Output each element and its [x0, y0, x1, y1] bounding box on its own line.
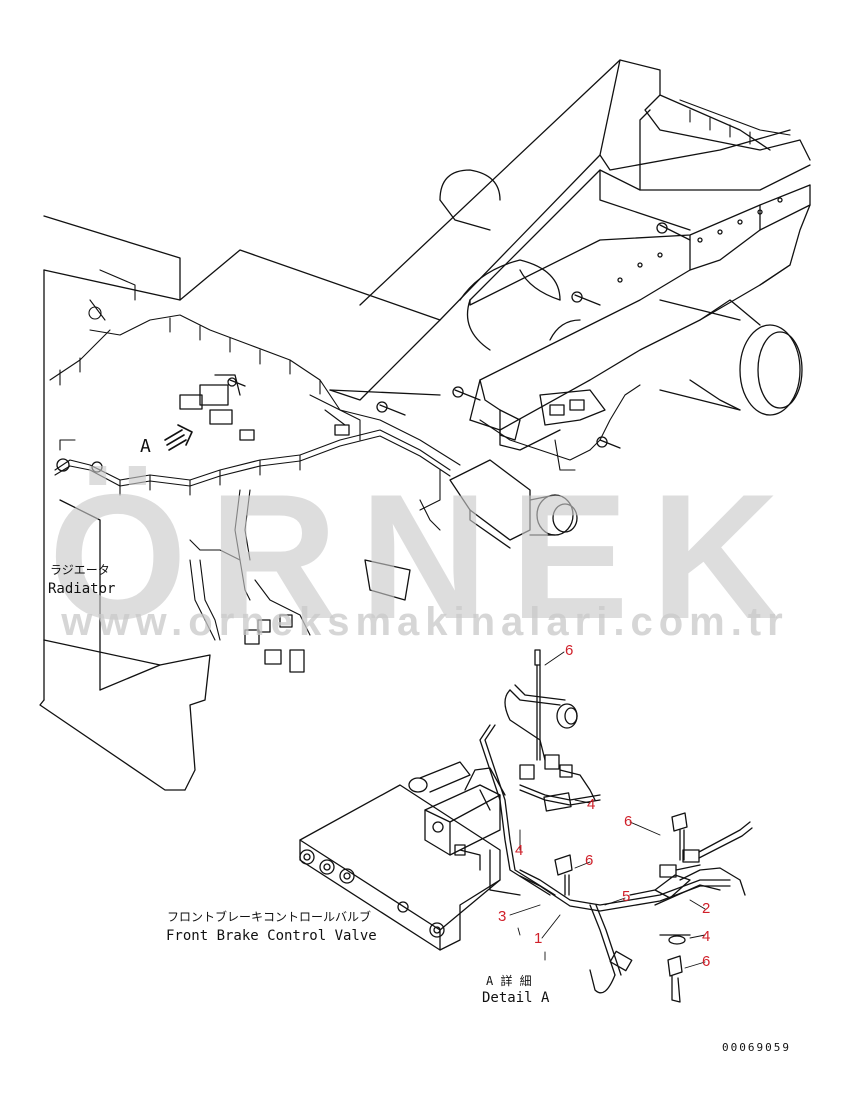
view-marker-label: A: [140, 436, 151, 457]
callout-4-left: 4: [515, 842, 524, 859]
connectors: [56, 374, 585, 673]
callout-4-upper: 4: [587, 796, 596, 813]
detail-a-assembly: [299, 649, 753, 1003]
axle-hub: [439, 169, 803, 536]
callout-1: 1: [534, 930, 543, 947]
mounting-brackets: [449, 389, 606, 549]
callout-5: 5: [622, 888, 631, 905]
frame-bolts: [227, 222, 691, 449]
drawing-number: 00069059: [722, 1041, 791, 1054]
callout-6-top: 6: [565, 642, 574, 659]
wire-harness: [49, 99, 791, 641]
main-frame: [359, 59, 811, 451]
radiator-label-en: Radiator: [48, 581, 116, 597]
radiator-label-jp: ラジエータ: [50, 563, 110, 577]
valve-label-en: Front Brake Control Valve: [166, 928, 377, 944]
callout-2: 2: [702, 900, 711, 917]
callout-6-bottom: 6: [702, 953, 711, 970]
detail-label-jp: A 詳 細: [486, 974, 532, 988]
callout-4-lower: 4: [702, 928, 711, 945]
solenoid-valve: [424, 784, 501, 856]
callout-6-middle: 6: [585, 852, 594, 869]
cover-plate: [179, 249, 441, 601]
detail-label-en: Detail A: [482, 990, 550, 1006]
callout-6-right: 6: [624, 813, 633, 830]
view-arrow-icon: [164, 424, 193, 451]
callout-3: 3: [498, 908, 507, 925]
valve-label-jp: フロントブレーキコントロールバルブ: [167, 910, 372, 924]
radiator-block: [39, 215, 211, 791]
